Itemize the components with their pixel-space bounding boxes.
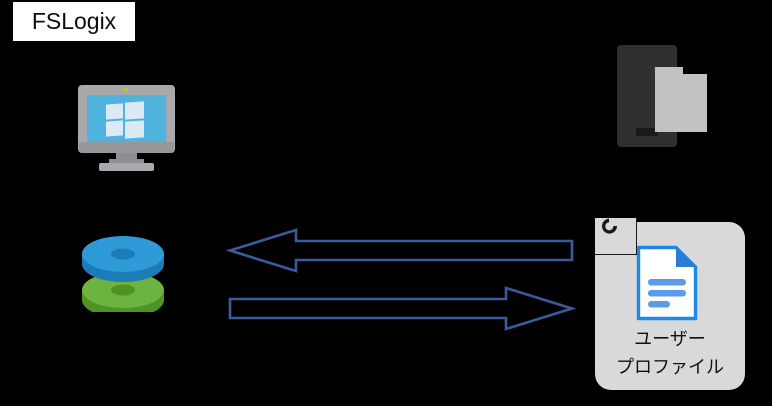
windows-monitor-icon xyxy=(78,85,175,171)
disk-stack-svg xyxy=(82,236,164,318)
user-profile-card: ユーザー プロファイル xyxy=(595,222,745,390)
sync-swirl-svg xyxy=(602,218,618,234)
user-profile-label-line2: プロファイル xyxy=(616,357,724,378)
monitor-bezel-shadow xyxy=(79,142,174,153)
windows-logo-pane-4 xyxy=(125,120,144,139)
document-icon-svg xyxy=(636,245,698,321)
windows-logo-pane-2 xyxy=(125,101,144,120)
tablet-folder-icon xyxy=(612,42,712,150)
monitor-neck-flare xyxy=(109,159,144,165)
folder-tab xyxy=(655,67,683,75)
sync-swirl-icon xyxy=(599,214,623,238)
user-profile-label-line1: ユーザー xyxy=(634,329,706,350)
disk-bottom-green xyxy=(82,272,164,318)
profile-badge xyxy=(595,218,637,255)
monitor-power-led xyxy=(124,88,128,92)
document-icon xyxy=(636,245,698,321)
windows-logo-pane-3 xyxy=(106,120,123,137)
diagram-title-box: FSLogix xyxy=(13,2,135,41)
folder-body xyxy=(655,74,707,132)
user-profile-label: ユーザー プロファイル xyxy=(595,326,745,382)
windows-logo-pane-1 xyxy=(106,103,123,120)
disk-stack-icon xyxy=(80,228,166,318)
arrow-right-to-left xyxy=(225,228,576,273)
tablet-home-button xyxy=(636,128,658,136)
monitor-base xyxy=(99,163,154,171)
arrow-left-svg xyxy=(225,228,574,273)
arrow-right-svg xyxy=(228,286,577,331)
arrow-left-to-right xyxy=(226,286,577,331)
disk-top-blue xyxy=(82,236,164,282)
page-title: FSLogix xyxy=(31,8,117,34)
